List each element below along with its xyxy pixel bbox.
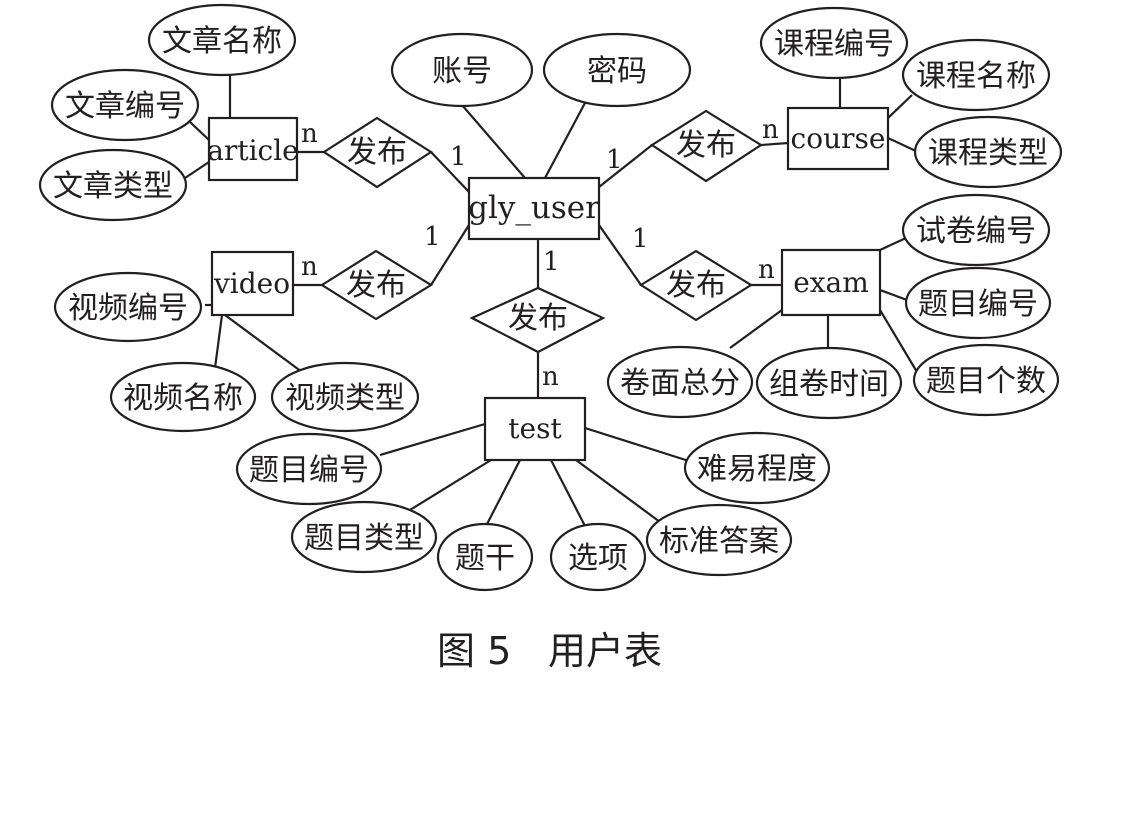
cardinality-video-n: n xyxy=(301,252,318,282)
attribute-test-question-id: 题目编号 xyxy=(235,432,383,506)
svg-text:题目个数: 题目个数 xyxy=(926,364,1046,399)
cardinality-article-n: n xyxy=(301,119,318,149)
caption-figure-number: 图 5 xyxy=(437,629,511,673)
cardinality-course-n: n xyxy=(762,115,779,145)
relationship-label-video: 发布 xyxy=(346,268,406,303)
attribute-article-name: 文章名称 xyxy=(147,3,297,77)
cardinality-labels: n 1 n 1 n 1 n 1 1 n xyxy=(301,115,779,392)
attribute-video-type: 视频类型 xyxy=(270,361,420,433)
relationship-test: 发布 xyxy=(469,286,606,354)
relationship-label-course: 发布 xyxy=(676,128,736,163)
entity-label-test: test xyxy=(508,412,562,445)
svg-text:视频类型: 视频类型 xyxy=(285,381,405,416)
attribute-exam-total-score: 卷面总分 xyxy=(606,345,754,419)
svg-text:卷面总分: 卷面总分 xyxy=(620,366,740,401)
attribute-article-type: 文章类型 xyxy=(38,148,188,222)
relationship-label-exam: 发布 xyxy=(666,268,726,303)
cardinality-test-1: 1 xyxy=(543,247,560,277)
attribute-test-difficulty: 难易程度 xyxy=(683,431,831,505)
attribute-test-question-type: 题目类型 xyxy=(290,500,438,574)
svg-text:账号: 账号 xyxy=(432,54,492,89)
attribute-course-name: 课程名称 xyxy=(901,38,1051,112)
entity-course: course xyxy=(786,106,890,171)
entity-article: article xyxy=(207,116,299,182)
attribute-exam-question-count: 题目个数 xyxy=(912,343,1060,417)
entity-video: video xyxy=(210,250,295,317)
attribute-password: 密码 xyxy=(542,32,692,108)
attribute-test-answer: 标准答案 xyxy=(645,503,793,577)
attribute-test-stem: 题干 xyxy=(436,522,534,592)
cardinality-exam-1: 1 xyxy=(632,224,649,254)
attribute-video-name: 视频名称 xyxy=(109,361,257,433)
attribute-test-options: 选项 xyxy=(549,522,647,592)
relationship-course: 发布 xyxy=(649,109,764,183)
svg-text:文章编号: 文章编号 xyxy=(65,89,185,124)
attribute-course-id: 课程编号 xyxy=(759,6,909,80)
svg-text:题目类型: 题目类型 xyxy=(304,521,424,556)
attribute-exam-paper-id: 试卷编号 xyxy=(901,193,1051,267)
attribute-account: 账号 xyxy=(390,32,534,108)
svg-text:课程名称: 课程名称 xyxy=(916,59,1036,94)
entity-label-gly-user: gly_user xyxy=(468,190,600,226)
figure-caption: 图 5 用户表 xyxy=(437,629,662,673)
entity-label-exam: exam xyxy=(793,266,869,299)
caption-title: 用户表 xyxy=(548,629,662,673)
entity-exam: exam xyxy=(780,248,882,317)
attribute-exam-assemble-time: 组卷时间 xyxy=(755,346,903,420)
relationship-label-article: 发布 xyxy=(347,135,407,170)
attribute-course-type: 课程类型 xyxy=(913,115,1063,189)
svg-text:文章类型: 文章类型 xyxy=(53,169,173,204)
svg-text:试卷编号: 试卷编号 xyxy=(916,214,1036,249)
svg-text:标准答案: 标准答案 xyxy=(659,524,779,559)
entity-label-video: video xyxy=(213,267,290,300)
relationship-exam: 发布 xyxy=(638,249,754,322)
entity-test: test xyxy=(483,396,587,462)
entity-gly-user: gly_user xyxy=(467,176,601,241)
svg-text:课程编号: 课程编号 xyxy=(774,27,894,62)
cardinality-course-1: 1 xyxy=(606,145,623,175)
cardinality-article-1: 1 xyxy=(450,142,467,172)
relationship-label-test: 发布 xyxy=(508,301,568,336)
cardinality-exam-n: n xyxy=(758,255,775,285)
attribute-video-id: 视频编号 xyxy=(53,271,203,343)
attribute-article-id: 文章编号 xyxy=(50,68,200,142)
svg-text:密码: 密码 xyxy=(587,54,647,89)
entity-label-article: article xyxy=(207,134,299,167)
relationship-article: 发布 xyxy=(321,116,434,189)
cardinality-video-1: 1 xyxy=(424,222,441,252)
svg-text:题目编号: 题目编号 xyxy=(249,453,369,488)
cardinality-test-n: n xyxy=(542,362,559,392)
svg-text:课程类型: 课程类型 xyxy=(928,136,1048,171)
relationship-video: 发布 xyxy=(319,249,434,321)
svg-text:难易程度: 难易程度 xyxy=(697,452,817,487)
attribute-exam-question-id: 题目编号 xyxy=(904,266,1052,340)
entity-label-course: course xyxy=(791,122,886,155)
svg-text:文章名称: 文章名称 xyxy=(162,24,282,59)
svg-text:视频编号: 视频编号 xyxy=(68,291,188,326)
svg-text:组卷时间: 组卷时间 xyxy=(769,367,889,402)
svg-text:选项: 选项 xyxy=(568,541,628,576)
svg-text:题干: 题干 xyxy=(455,541,515,576)
svg-text:视频名称: 视频名称 xyxy=(123,381,243,416)
svg-text:题目编号: 题目编号 xyxy=(918,287,1038,322)
